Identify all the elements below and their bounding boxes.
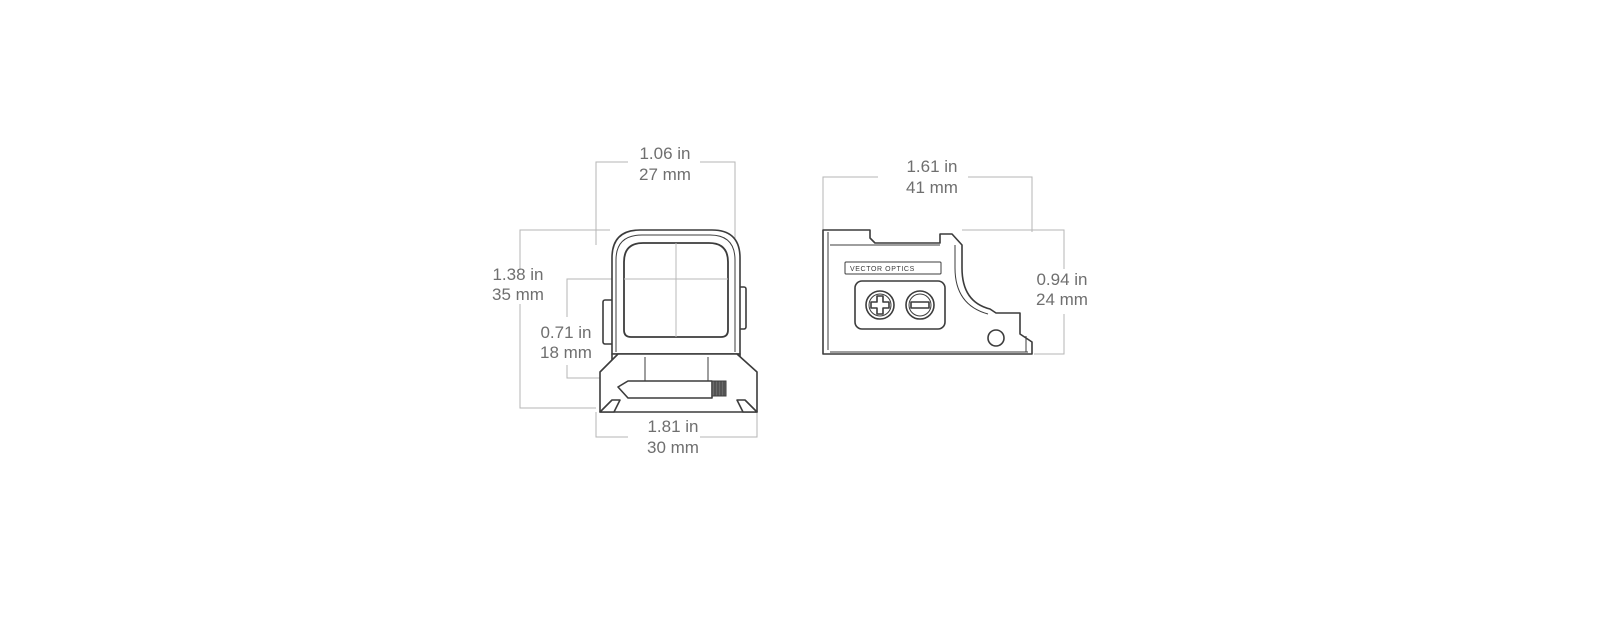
rail-clamp <box>617 380 713 399</box>
optical-axis-in: 0.71 in <box>540 323 591 342</box>
side-length-dimension: 1.61 in 41 mm <box>822 157 1033 232</box>
logo-plate <box>844 261 942 275</box>
front-height-mm: 35 mm <box>492 285 544 304</box>
optical-axis-mm: 18 mm <box>540 343 592 362</box>
front-width-mm: 27 mm <box>639 165 691 184</box>
base-width-mm: 30 mm <box>647 438 699 457</box>
front-view: 1.06 in 27 mm 1.38 in 35 mm 0.71 in 18 m… <box>492 144 758 457</box>
side-length-in: 1.61 in <box>906 157 957 176</box>
side-length-mm: 41 mm <box>906 178 958 197</box>
mounting-hole <box>987 329 1005 347</box>
brand-logo: VECTOR OPTICS <box>850 266 915 273</box>
front-height-in: 1.38 in <box>492 265 543 284</box>
side-view: 1.61 in 41 mm 0.94 in 24 mm VECTOR OPTIC… <box>822 157 1088 355</box>
front-sight-body <box>599 229 758 413</box>
screw-threads <box>714 381 725 396</box>
base-details <box>644 357 709 384</box>
front-width-dimension: 1.06 in 27 mm <box>595 144 736 245</box>
plus-button <box>865 290 895 320</box>
hood-contour <box>954 245 989 315</box>
front-width-in: 1.06 in <box>639 144 690 163</box>
left-foot <box>599 399 621 413</box>
crosshair <box>624 243 728 337</box>
side-sight-body: VECTOR OPTICS <box>822 229 1033 355</box>
side-edge-lines <box>827 232 1028 353</box>
hood-inner-edge <box>615 234 736 352</box>
front-base-width-dimension: 1.81 in 30 mm <box>595 412 758 457</box>
side-height-dimension: 0.94 in 24 mm <box>962 229 1088 355</box>
side-height-in: 0.94 in <box>1036 270 1087 289</box>
front-height-dimension: 1.38 in 35 mm <box>492 229 610 409</box>
side-height-mm: 24 mm <box>1036 290 1088 309</box>
right-foot <box>736 399 758 413</box>
base-width-in: 1.81 in <box>647 417 698 436</box>
minus-button <box>905 290 935 320</box>
